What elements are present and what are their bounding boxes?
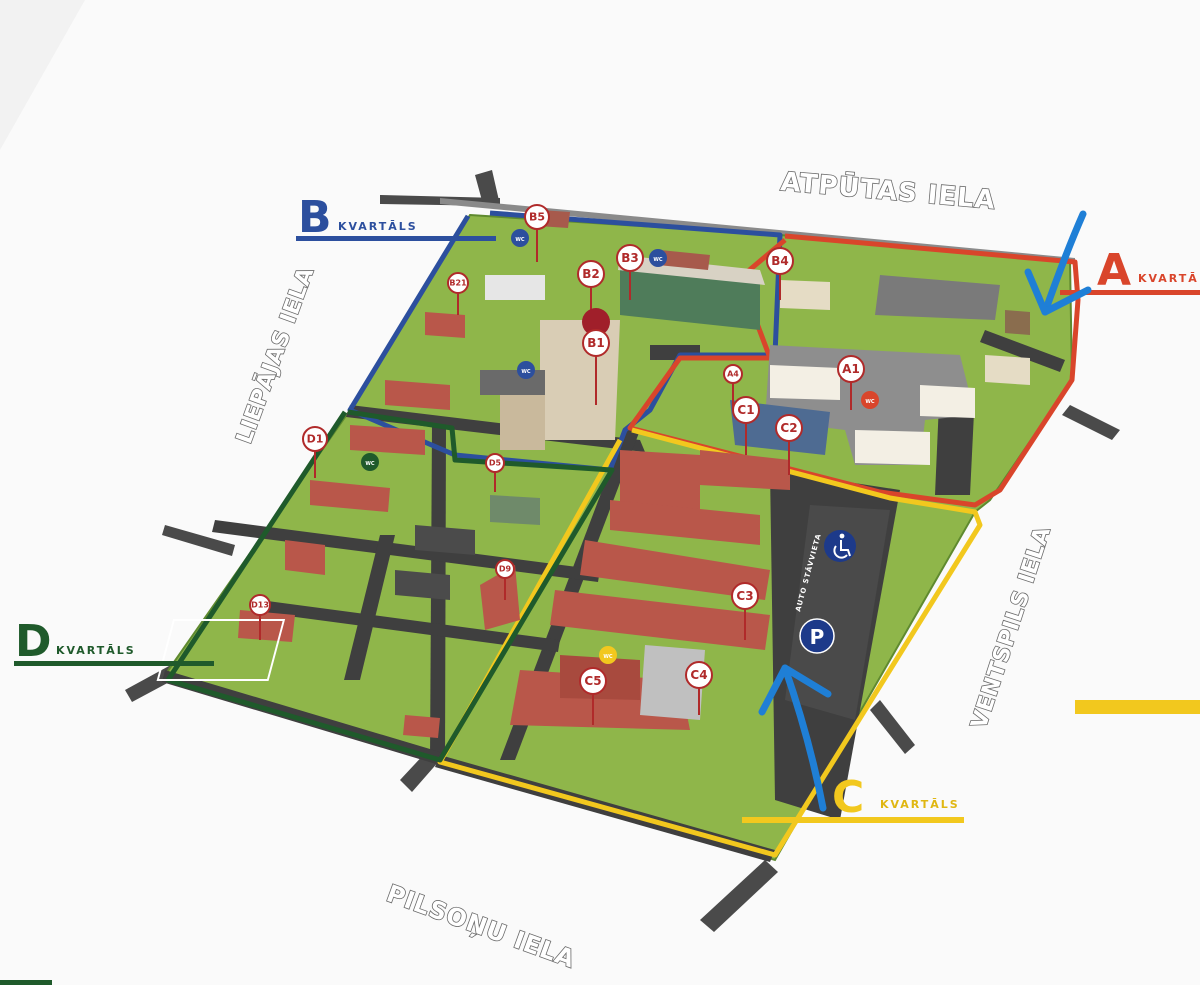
pin-d5[interactable]: D5 (485, 453, 505, 492)
wc-icon-d1[interactable]: WC (361, 453, 379, 471)
pin-b21[interactable]: B21 (447, 272, 469, 315)
parking-lot (785, 505, 890, 720)
quarter-label-b: B KVARTĀLS (296, 192, 496, 243)
green-corner-bar (0, 980, 52, 985)
svg-text:B1: B1 (587, 336, 605, 350)
svg-text:C5: C5 (584, 674, 601, 688)
svg-text:KVARTĀ: KVARTĀ (1138, 272, 1199, 285)
svg-text:C3: C3 (736, 589, 753, 603)
svg-text:C2: C2 (780, 421, 797, 435)
svg-text:D1: D1 (307, 433, 324, 446)
svg-text:D13: D13 (251, 601, 269, 610)
wc-icon-b3[interactable]: WC (649, 249, 667, 267)
pin-d13[interactable]: D13 (249, 594, 271, 640)
c-legend-bar (1075, 700, 1200, 714)
svg-text:B21: B21 (449, 279, 467, 288)
pin-c3[interactable]: C3 (731, 582, 759, 640)
pin-b2[interactable]: B2 (577, 260, 605, 310)
svg-text:WC: WC (865, 399, 875, 405)
svg-text:C1: C1 (737, 403, 754, 417)
pin-c1[interactable]: C1 (732, 396, 760, 455)
wc-icons: WC WC WC WC WC WC P (361, 229, 879, 664)
arrow-icon-parking-entry (758, 664, 832, 812)
svg-text:WC: WC (603, 654, 613, 660)
svg-text:WC: WC (521, 369, 531, 375)
svg-text:B2: B2 (582, 267, 600, 281)
svg-text:D: D (15, 616, 52, 667)
pin-c5[interactable]: C5 (579, 667, 607, 725)
svg-text:B: B (298, 192, 332, 243)
building-pins: B5 B3 B2 B4 B21 B1 (249, 204, 865, 725)
svg-text:C4: C4 (690, 668, 707, 682)
svg-text:C: C (832, 772, 864, 823)
svg-text:A1: A1 (842, 362, 860, 376)
pin-b1[interactable]: B1 (582, 308, 610, 405)
wc-icon-b1[interactable]: WC (517, 361, 535, 379)
svg-text:KVARTĀLS: KVARTĀLS (338, 220, 418, 233)
svg-text:WC: WC (653, 257, 663, 263)
pin-b4[interactable]: B4 (766, 247, 794, 300)
quarter-label-a: A KVARTĀ (1060, 245, 1200, 296)
pin-d1[interactable]: D1 (302, 426, 328, 478)
svg-text:A: A (1097, 245, 1131, 296)
svg-text:A4: A4 (727, 370, 739, 379)
buildings-layer (156, 210, 1030, 738)
wc-icon-a1[interactable]: WC (861, 391, 879, 409)
quarter-labels: B KVARTĀLS A KVARTĀ D KVARTĀLS C KVARTĀL… (0, 192, 1200, 985)
wc-icon-c5[interactable]: WC (599, 646, 617, 664)
pin-a1[interactable]: A1 (837, 355, 865, 410)
wc-icon-b5[interactable]: WC (511, 229, 529, 247)
svg-text:WC: WC (365, 461, 375, 467)
annotation-arrows (758, 210, 1092, 812)
arrow-icon-north-east (1024, 210, 1092, 316)
svg-text:KVARTĀLS: KVARTĀLS (880, 798, 960, 811)
svg-text:D9: D9 (499, 565, 512, 574)
quarter-label-d: D KVARTĀLS (14, 616, 214, 667)
wheelchair-icon[interactable] (824, 530, 856, 562)
svg-text:D5: D5 (489, 459, 502, 468)
parking-icon[interactable]: P (799, 618, 835, 654)
quarter-label-c: C KVARTĀLS (742, 772, 964, 823)
pin-b3[interactable]: B3 (616, 244, 644, 300)
pin-b5[interactable]: B5 (524, 204, 550, 262)
svg-text:B4: B4 (771, 254, 789, 268)
svg-text:WC: WC (515, 237, 525, 243)
pin-c2[interactable]: C2 (775, 414, 803, 475)
pin-d9[interactable]: D9 (495, 559, 515, 600)
svg-text:B3: B3 (621, 251, 639, 265)
svg-text:B5: B5 (529, 211, 545, 224)
svg-text:P: P (810, 625, 825, 649)
svg-text:KVARTĀLS: KVARTĀLS (56, 644, 136, 657)
pin-c4[interactable]: C4 (685, 661, 713, 715)
